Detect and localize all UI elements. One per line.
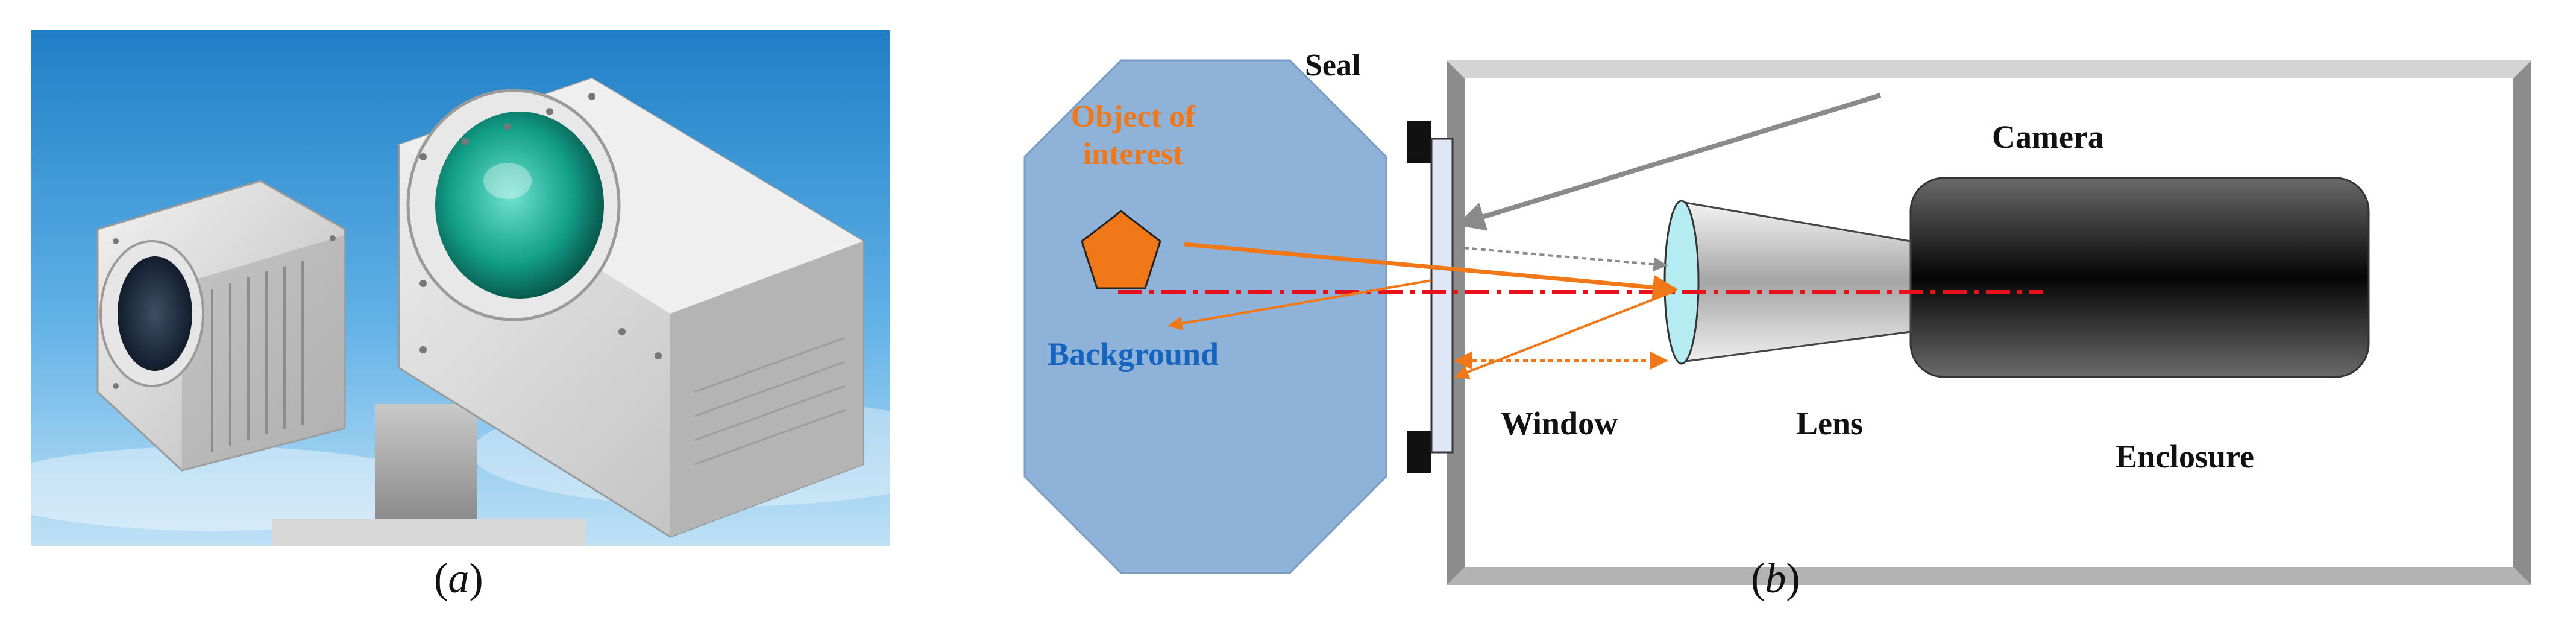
object-of-interest-pentagon <box>1081 210 1161 289</box>
label-window: Window <box>1501 405 1618 441</box>
label-lens: Lens <box>1796 405 1863 441</box>
label-enclosure: Enclosure <box>2116 438 2254 475</box>
window-pane <box>1430 138 1454 454</box>
reflection-ray-background <box>1167 279 1432 331</box>
object-ray <box>1184 242 1679 300</box>
label-object-line1: Object of <box>1071 100 1196 134</box>
enclosure-optics-diagram: Seal Object of interest Background Camer… <box>1023 48 2531 585</box>
background-region <box>1023 59 1387 574</box>
caption-a: (a) <box>434 555 483 602</box>
label-object-line2: interest <box>1083 137 1184 171</box>
label-camera: Camera <box>1992 119 2104 155</box>
label-background: Background <box>1048 336 1219 372</box>
lens-element <box>1663 200 1700 365</box>
seal-bottom <box>1407 431 1431 473</box>
label-seal: Seal <box>1305 48 1360 83</box>
seal-top <box>1407 121 1431 163</box>
camera-body <box>1909 177 2370 378</box>
stray-light-ray <box>1456 93 1882 231</box>
window-glare-ray <box>1455 246 1668 272</box>
caption-b: (b) <box>1751 555 1800 602</box>
camera-enclosure-photo <box>31 30 890 546</box>
